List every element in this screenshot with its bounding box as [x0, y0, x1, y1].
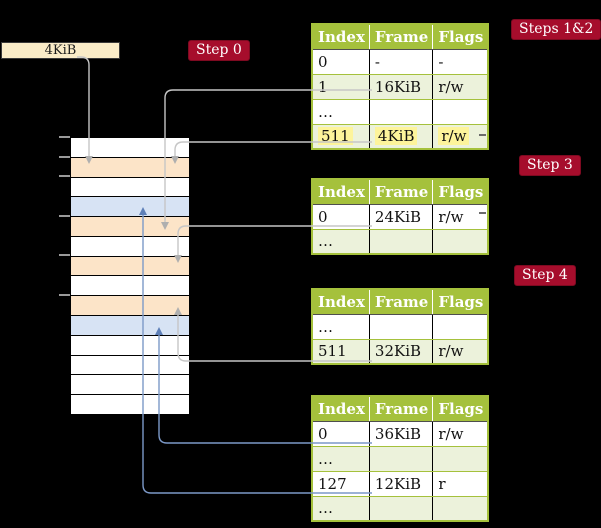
steps-1-2-badge: Steps 1&2 [511, 19, 601, 40]
memory-row [71, 236, 189, 257]
table-cell [432, 314, 489, 340]
column-header: Flags [432, 396, 489, 422]
column-header: Frame [369, 289, 434, 315]
memory-row [71, 256, 189, 277]
memory-row [71, 355, 189, 376]
step-3-badge: Step 3 [519, 155, 581, 176]
memory-row [71, 177, 189, 198]
table-cell: … [312, 314, 370, 340]
memory-tick [59, 156, 70, 158]
column-header: Index [312, 24, 370, 50]
table-row: … [312, 446, 489, 472]
table-cell: 127 [312, 471, 370, 497]
column-header: Index [312, 289, 370, 315]
table-cell: 24KiB [369, 204, 434, 230]
table-cell: 0 [312, 49, 370, 75]
memory-row [71, 395, 189, 414]
table-cell: - [432, 49, 489, 75]
table-cell: 1 [312, 74, 370, 100]
table-cell: 4KiB [369, 124, 434, 149]
table-cell: 0 [312, 421, 370, 447]
table-cell: 511 [312, 339, 370, 364]
column-header: Index [312, 179, 370, 205]
table-cell [432, 496, 489, 521]
table-cell [369, 229, 434, 254]
table-cell: 0 [312, 204, 370, 230]
table-cell [432, 99, 489, 125]
memory-row [71, 375, 189, 396]
table-cell: 16KiB [369, 74, 434, 100]
table-cell: r/w [432, 74, 489, 100]
memory-tick [59, 294, 70, 296]
memory-row [71, 316, 189, 336]
memory-row [71, 138, 189, 158]
table-cell: … [312, 99, 370, 125]
step-4-badge: Step 4 [514, 265, 576, 286]
table-cell: r/w [432, 421, 489, 447]
column-header: Flags [432, 24, 489, 50]
table-cell: … [312, 446, 370, 472]
table-cell: r/w [432, 124, 489, 149]
memory-row [71, 296, 189, 317]
table-cell: 12KiB [369, 471, 434, 497]
table-cell [432, 446, 489, 472]
table-row: … [312, 496, 489, 521]
table-cell: r/w [432, 339, 489, 364]
memory-row [71, 157, 189, 178]
table-cell: - [369, 49, 434, 75]
column-header: Flags [432, 179, 489, 205]
memory-tick [59, 175, 70, 177]
table-row: 0-- [312, 49, 489, 75]
table-cell [369, 496, 434, 521]
column-header: Index [312, 396, 370, 422]
table-cell: … [312, 496, 370, 521]
table-row: … [312, 229, 489, 254]
table-cell: 32KiB [369, 339, 434, 364]
memory-row [71, 335, 189, 356]
memory-row [71, 276, 189, 297]
column-header: Frame [369, 179, 434, 205]
table-cell: … [312, 229, 370, 254]
memory-tick [59, 254, 70, 256]
memory-tick [59, 136, 70, 138]
memory-row [71, 217, 189, 237]
column-header: Frame [369, 396, 434, 422]
table-cell: 511 [312, 124, 370, 149]
table-row: … [312, 99, 489, 125]
table-cell: 36KiB [369, 421, 434, 447]
column-header: Flags [432, 289, 489, 315]
memory-tick [59, 215, 70, 217]
table-cell [369, 314, 434, 340]
frame-size-box: 4KiB [1, 42, 120, 59]
table-cell [432, 229, 489, 254]
column-header: Frame [369, 24, 434, 50]
memory-column [70, 137, 190, 415]
table-cell [369, 446, 434, 472]
table-cell: r/w [432, 204, 489, 230]
table-cell [369, 99, 434, 125]
step-0-badge: Step 0 [188, 40, 250, 61]
table-row: … [312, 314, 489, 340]
table-cell: r [432, 471, 489, 497]
memory-row [71, 197, 189, 218]
